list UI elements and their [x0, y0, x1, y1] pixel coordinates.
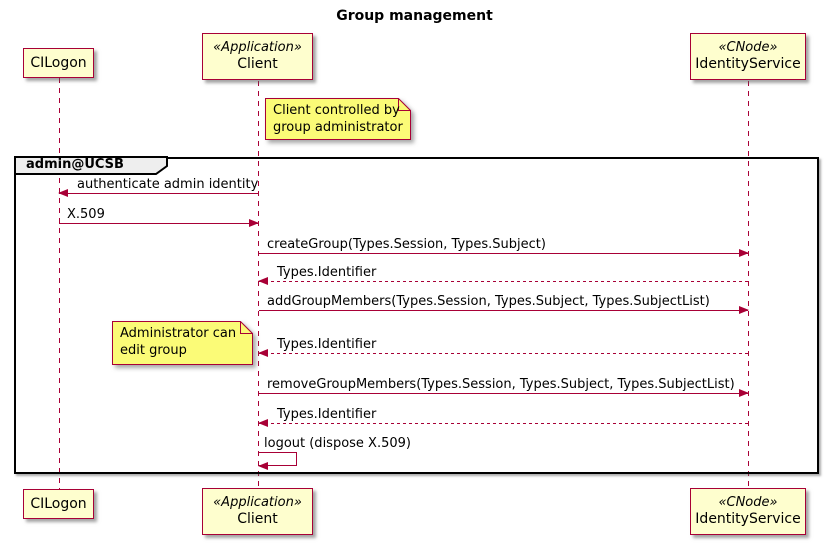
message-arrow	[258, 419, 748, 427]
message-label: X.509	[67, 207, 105, 222]
message-arrow	[59, 219, 259, 227]
participant-cilogon-top: CILogon	[23, 48, 94, 78]
arrowhead-icon	[258, 349, 268, 357]
lifeline-identityservice	[748, 81, 749, 488]
participant-name: CILogon	[30, 54, 87, 71]
message-arrow	[259, 306, 749, 314]
message-label: Types.Identifier	[277, 337, 377, 352]
lifeline-cilogon	[59, 78, 60, 489]
message-return-identifier-2: Types.Identifier	[258, 337, 748, 357]
frame-label-pentagon-icon	[14, 156, 168, 175]
frame-label-text: admin@UCSB	[26, 157, 124, 172]
message-label: logout (dispose X.509)	[264, 436, 411, 451]
frame-admin-ucsb	[14, 157, 819, 474]
participant-stereotype: «Application»	[213, 495, 302, 510]
arrowhead-icon	[258, 462, 268, 470]
participant-name: IdentityService	[695, 511, 801, 527]
arrowhead-icon	[249, 219, 259, 227]
participant-name: CILogon	[30, 495, 87, 512]
message-return-identifier-3: Types.Identifier	[258, 407, 748, 427]
message-addgroupmembers: addGroupMembers(Types.Session, Types.Sub…	[259, 294, 749, 314]
message-label: Types.Identifier	[277, 407, 377, 422]
note-paper-icon	[265, 98, 411, 140]
participant-cilogon-bottom: CILogon	[23, 489, 94, 519]
arrowhead-icon	[739, 249, 749, 257]
message-label: createGroup(Types.Session, Types.Subject…	[267, 237, 546, 252]
message-logout-self: logout (dispose X.509)	[258, 436, 489, 470]
note-text: Administrator can edit group	[120, 326, 237, 358]
message-return-identifier-1: Types.Identifier	[258, 265, 748, 285]
arrowhead-icon	[739, 306, 749, 314]
message-arrow	[259, 249, 749, 257]
frame-label: admin@UCSB	[14, 156, 169, 175]
participant-name: IdentityService	[695, 56, 801, 72]
message-authenticate: authenticate admin identity	[58, 177, 259, 197]
arrowhead-icon	[58, 189, 68, 197]
message-label: authenticate admin identity	[77, 177, 259, 192]
message-label: Types.Identifier	[277, 265, 377, 280]
message-removegroupmembers: removeGroupMembers(Types.Session, Types.…	[259, 377, 749, 397]
arrowhead-icon	[258, 419, 268, 427]
message-arrow	[58, 189, 258, 197]
participant-client-bottom: «Application» Client	[202, 488, 313, 535]
participant-identityservice-bottom: «CNode» IdentityService	[690, 488, 806, 535]
note-client-controlled: Client controlled by group administrator	[265, 98, 411, 140]
arrowhead-icon	[739, 389, 749, 397]
message-arrow	[258, 277, 748, 285]
note-administrator-edit: Administrator can edit group	[112, 321, 253, 365]
message-label: removeGroupMembers(Types.Session, Types.…	[267, 377, 735, 392]
participant-stereotype: «CNode»	[718, 40, 778, 55]
diagram-title: Group management	[336, 8, 493, 24]
participant-name: Client	[237, 511, 278, 527]
message-label: addGroupMembers(Types.Session, Types.Sub…	[267, 294, 710, 309]
message-arrow	[259, 389, 749, 397]
message-x509: X.509	[59, 207, 259, 227]
message-arrow	[258, 349, 748, 357]
message-self-arrow	[258, 452, 297, 470]
participant-identityservice-top: «CNode» IdentityService	[690, 33, 806, 80]
note-text: Client controlled by group administrator	[273, 103, 403, 135]
participant-stereotype: «Application»	[213, 40, 302, 55]
participant-stereotype: «CNode»	[718, 495, 778, 510]
participant-name: Client	[237, 56, 278, 72]
note-paper-icon	[112, 321, 253, 365]
arrowhead-icon	[258, 277, 268, 285]
message-creategroup: createGroup(Types.Session, Types.Subject…	[259, 237, 749, 257]
participant-client-top: «Application» Client	[202, 33, 313, 80]
